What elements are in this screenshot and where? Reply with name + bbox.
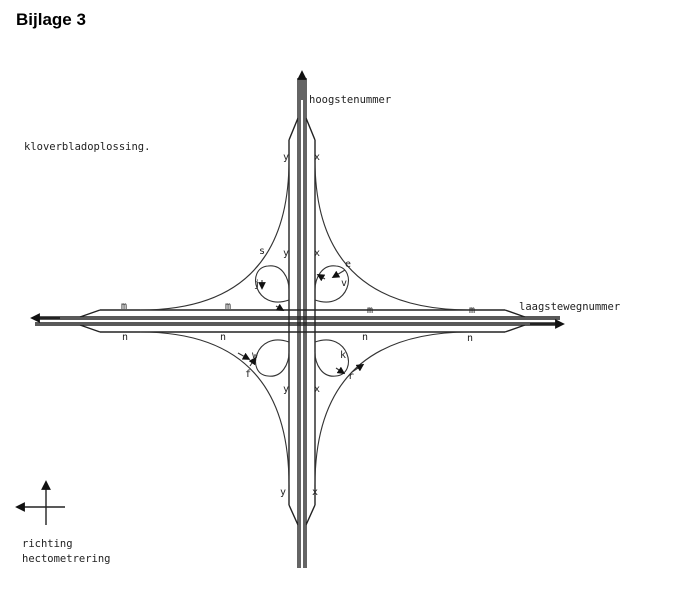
- direction-caption-line2: hectometrering: [22, 553, 111, 565]
- label-j: j: [254, 279, 260, 290]
- inner-loops: [237, 265, 365, 377]
- label-east: laagstewegnummer: [519, 301, 620, 313]
- label-n-4: n: [467, 333, 473, 344]
- label-y-3: y: [283, 384, 289, 395]
- label-n-2: n: [220, 332, 226, 343]
- label-y-2: y: [283, 248, 289, 259]
- direction-caption: richting hectometrering: [22, 537, 111, 567]
- interchange-type-caption: kloverbladoplossing.: [24, 141, 151, 153]
- horizontal-road: [30, 309, 565, 333]
- label-m-3: m: [367, 305, 373, 316]
- direction-caption-line1: richting: [22, 538, 73, 550]
- label-w: w: [252, 350, 259, 361]
- label-y-4: y: [280, 487, 286, 498]
- label-v: v: [341, 278, 347, 289]
- direction-indicator: [15, 480, 65, 525]
- label-s: s: [259, 246, 265, 257]
- label-x-4: x: [312, 487, 318, 498]
- label-m-4: m: [469, 305, 475, 316]
- label-x-3: x: [314, 384, 320, 395]
- label-k: k: [340, 350, 346, 361]
- label-m-1: m: [121, 301, 127, 312]
- label-y-1: y: [283, 152, 289, 163]
- page-title: Bijlage 3: [16, 10, 86, 29]
- label-m-2: m: [225, 301, 231, 312]
- label-n-3: n: [362, 332, 368, 343]
- label-r: r: [348, 371, 354, 382]
- label-x-1: x: [314, 152, 320, 163]
- label-x-2: x: [314, 248, 320, 259]
- label-e: e: [345, 259, 351, 270]
- label-n-1: n: [122, 332, 128, 343]
- label-north: hoogstenummer: [309, 94, 391, 106]
- label-f: f: [245, 369, 251, 380]
